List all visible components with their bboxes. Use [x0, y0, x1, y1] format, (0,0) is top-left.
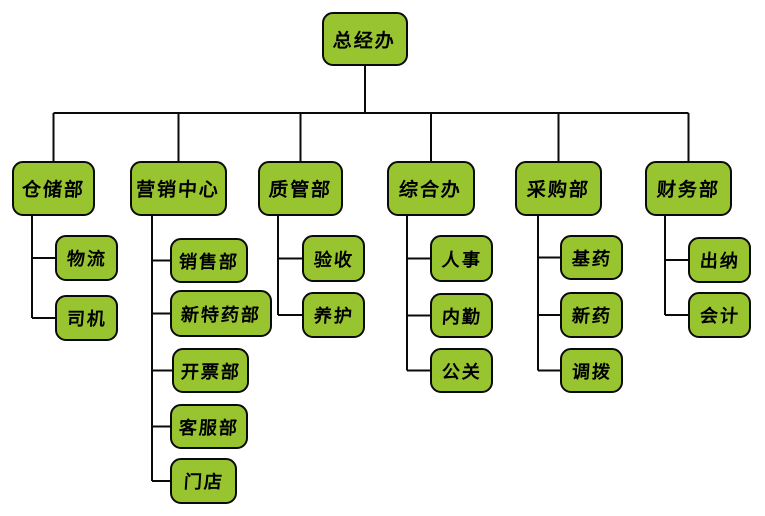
- org-node-label: 基药: [570, 248, 613, 269]
- org-node-label: 会计: [698, 306, 741, 326]
- org-node-accounting: 会计: [688, 292, 751, 338]
- org-node-label: 养护: [312, 306, 355, 326]
- org-node-human-resources: 人事: [430, 235, 493, 282]
- org-node-general-manager-office: 总经办: [322, 12, 408, 66]
- org-node-label: 新特药部: [180, 304, 262, 325]
- org-node-label: 采购部: [526, 180, 591, 201]
- org-node-acceptance: 验收: [302, 235, 365, 282]
- org-node-warehouse-dept: 仓储部: [12, 161, 95, 216]
- org-node-customer-service-dept: 客服部: [170, 404, 248, 449]
- org-node-label: 质管部: [268, 180, 333, 201]
- org-node-new-drugs: 新药: [560, 292, 623, 338]
- org-node-sales-dept: 销售部: [170, 238, 248, 283]
- org-node-label: 门店: [182, 472, 225, 492]
- org-node-label: 客服部: [178, 417, 240, 438]
- org-node-retail-store: 门店: [170, 458, 237, 504]
- org-node-label: 财务部: [656, 180, 721, 201]
- org-node-new-special-drug-dept: 新特药部: [170, 290, 272, 337]
- org-node-label: 验收: [312, 249, 355, 270]
- org-node-label: 营销中心: [135, 180, 222, 201]
- org-node-essential-drugs: 基药: [560, 235, 623, 280]
- org-node-allocation: 调拨: [560, 348, 623, 393]
- org-node-finance-dept: 财务部: [645, 161, 732, 216]
- org-node-maintenance: 养护: [302, 292, 365, 338]
- org-node-label: 新药: [570, 306, 613, 326]
- org-node-quality-control-dept: 质管部: [258, 161, 343, 216]
- org-node-invoicing-dept: 开票部: [172, 348, 249, 393]
- org-node-marketing-center: 营销中心: [130, 161, 227, 216]
- org-node-label: 物流: [65, 249, 108, 269]
- org-node-label: 总经办: [332, 30, 398, 52]
- org-node-drivers: 司机: [55, 295, 118, 341]
- org-node-label: 公关: [440, 361, 483, 382]
- org-node-label: 仓储部: [21, 180, 86, 201]
- org-node-label: 开票部: [179, 361, 242, 382]
- org-node-purchasing-dept: 采购部: [515, 161, 602, 216]
- org-node-label: 司机: [65, 309, 108, 329]
- org-node-general-affairs-office: 综合办: [387, 161, 475, 216]
- org-node-label: 人事: [440, 249, 483, 270]
- org-node-label: 出纳: [698, 251, 741, 271]
- org-node-public-relations: 公关: [430, 348, 493, 393]
- org-node-label: 综合办: [398, 180, 464, 201]
- org-node-cashier: 出纳: [688, 237, 751, 283]
- org-node-label: 销售部: [178, 251, 240, 272]
- org-node-internal-affairs: 内勤: [430, 293, 493, 338]
- org-node-label: 内勤: [440, 306, 483, 327]
- org-node-logistics: 物流: [55, 235, 118, 281]
- org-node-label: 调拨: [570, 361, 613, 382]
